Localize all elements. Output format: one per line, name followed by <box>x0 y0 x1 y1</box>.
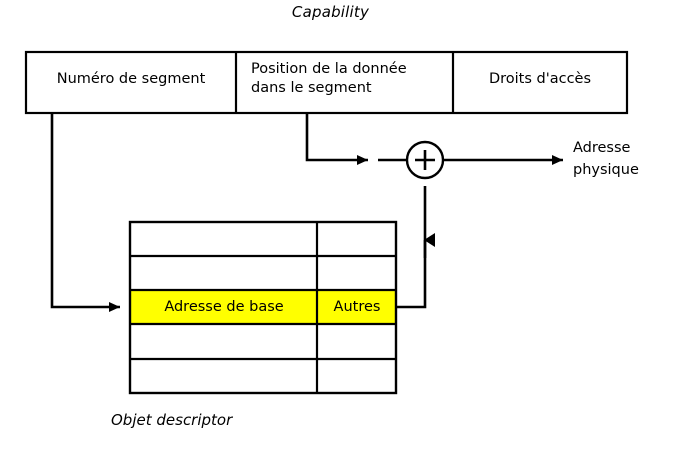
descriptor-cell-base-address: Adresse de base <box>164 299 284 315</box>
capability-box <box>24 50 629 115</box>
descriptor-table-outline <box>128 220 398 395</box>
adder-node <box>405 140 445 180</box>
descriptor-cell-other: Autres <box>333 299 381 315</box>
segment-number-arrow <box>50 113 120 312</box>
diagram-title: Capability <box>0 3 693 21</box>
descriptor-table-caption: Objet descriptor <box>111 411 233 429</box>
diagram-title-text: Capability <box>291 3 370 21</box>
base-address-feed-line <box>396 186 427 309</box>
capability-box-outline <box>24 50 629 115</box>
offset-arrow <box>305 113 368 165</box>
capability-cell-access-rights: Droits d'accès <box>488 71 592 87</box>
connector-base-address-to-adder <box>396 186 435 309</box>
descriptor-table <box>128 220 398 395</box>
connector-offset-to-adder <box>305 113 407 165</box>
physical-address-label: Adresse physique <box>573 140 639 178</box>
capability-cell-segment-number: Numéro de segment <box>56 71 206 87</box>
descriptor-row-highlight <box>131 290 396 324</box>
connector-segment-number-to-descriptor <box>50 113 120 312</box>
capability-cell-offset: Position de la donnée dans le segment <box>251 61 407 96</box>
